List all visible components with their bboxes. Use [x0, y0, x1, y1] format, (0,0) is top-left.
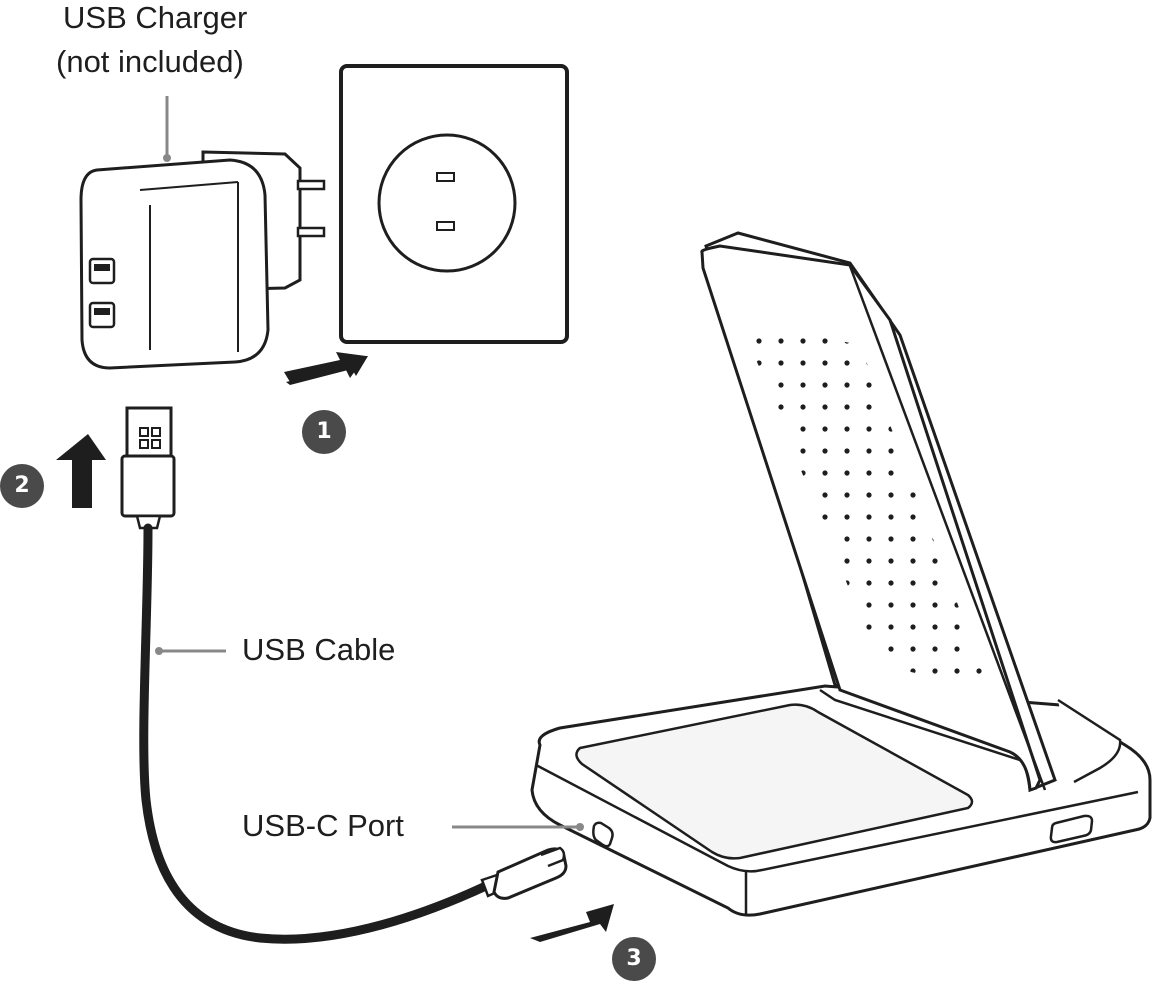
- arrow-icon: [284, 352, 368, 385]
- usb-charger-icon: [79, 150, 326, 370]
- arrow-icon: [56, 434, 106, 508]
- charger-label-line1: USB Charger: [63, 0, 248, 35]
- step-3-badge: 3: [612, 937, 656, 981]
- step-2-badge: 2: [0, 464, 44, 508]
- charging-pad: [575, 703, 974, 860]
- cable-label: USB Cable: [242, 632, 396, 667]
- port-label: USB-C Port: [242, 808, 404, 843]
- charger-label-line2: (not included): [56, 44, 244, 79]
- step-1-badge: 1: [302, 410, 346, 454]
- wireless-charging-stand-icon: [530, 231, 1152, 917]
- usb-c-connector-icon: [480, 846, 568, 900]
- usb-cable-icon: [120, 406, 493, 944]
- usb-c-port: [592, 821, 614, 848]
- arrow-icon: [530, 904, 614, 942]
- wall-outlet-icon: [339, 64, 569, 344]
